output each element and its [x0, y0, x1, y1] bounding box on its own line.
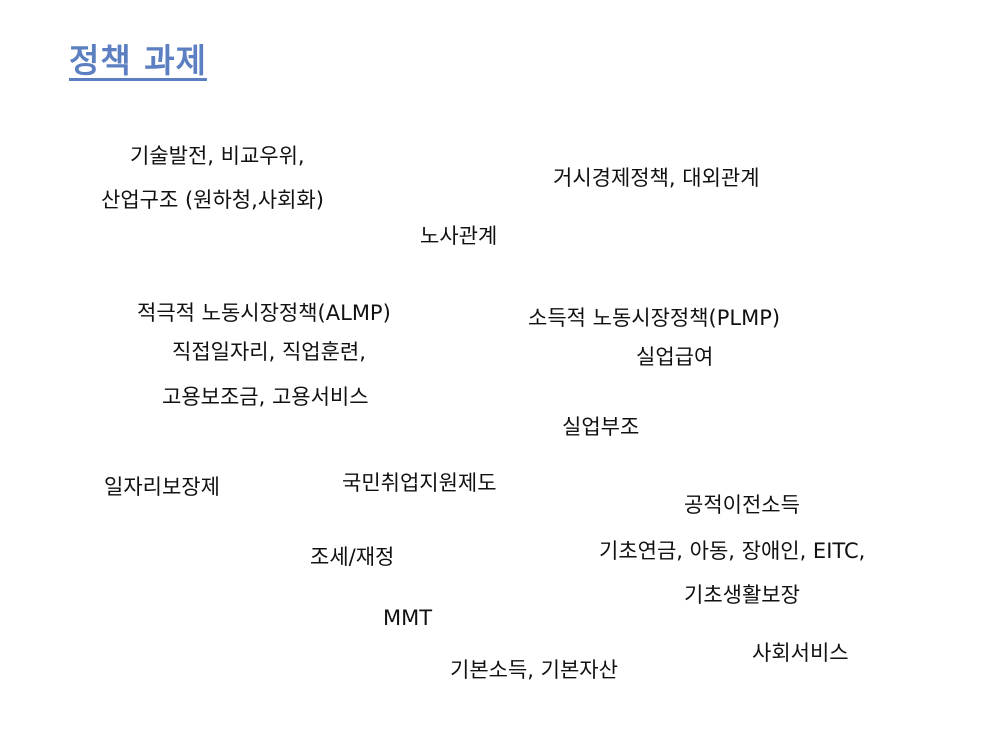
slide-title: 정책 과제	[69, 41, 207, 80]
text-public-transfer-income: 공적이전소득	[684, 493, 800, 517]
text-unemployment-assistance: 실업부조	[562, 415, 640, 439]
text-unemployment-benefit: 실업급여	[636, 345, 714, 369]
text-direct-jobs: 직접일자리, 직업훈련,	[172, 340, 366, 364]
text-basic-pension: 기초연금, 아동, 장애인, EITC,	[599, 539, 866, 563]
text-plmp: 소득적 노동시장정책(PLMP)	[528, 306, 781, 330]
text-labor-relations: 노사관계	[420, 224, 498, 248]
text-national-employment-support: 국민취업지원제도	[342, 471, 497, 495]
text-mmt: MMT	[383, 606, 433, 630]
text-almp: 적극적 노동시장정책(ALMP)	[137, 301, 391, 325]
text-macro-policy: 거시경제정책, 대외관계	[553, 166, 760, 190]
text-basic-income: 기본소득, 기본자산	[450, 658, 618, 682]
text-social-services: 사회서비스	[752, 641, 849, 665]
text-tech-development: 기술발전, 비교우위,	[130, 144, 305, 168]
text-basic-livelihood: 기초생활보장	[684, 583, 800, 607]
text-tax-finance: 조세/재정	[310, 545, 395, 569]
text-job-guarantee: 일자리보장제	[104, 475, 220, 499]
text-employment-subsidy: 고용보조금, 고용서비스	[162, 385, 369, 409]
text-industry-structure: 산업구조 (원하청,사회화)	[101, 188, 324, 212]
